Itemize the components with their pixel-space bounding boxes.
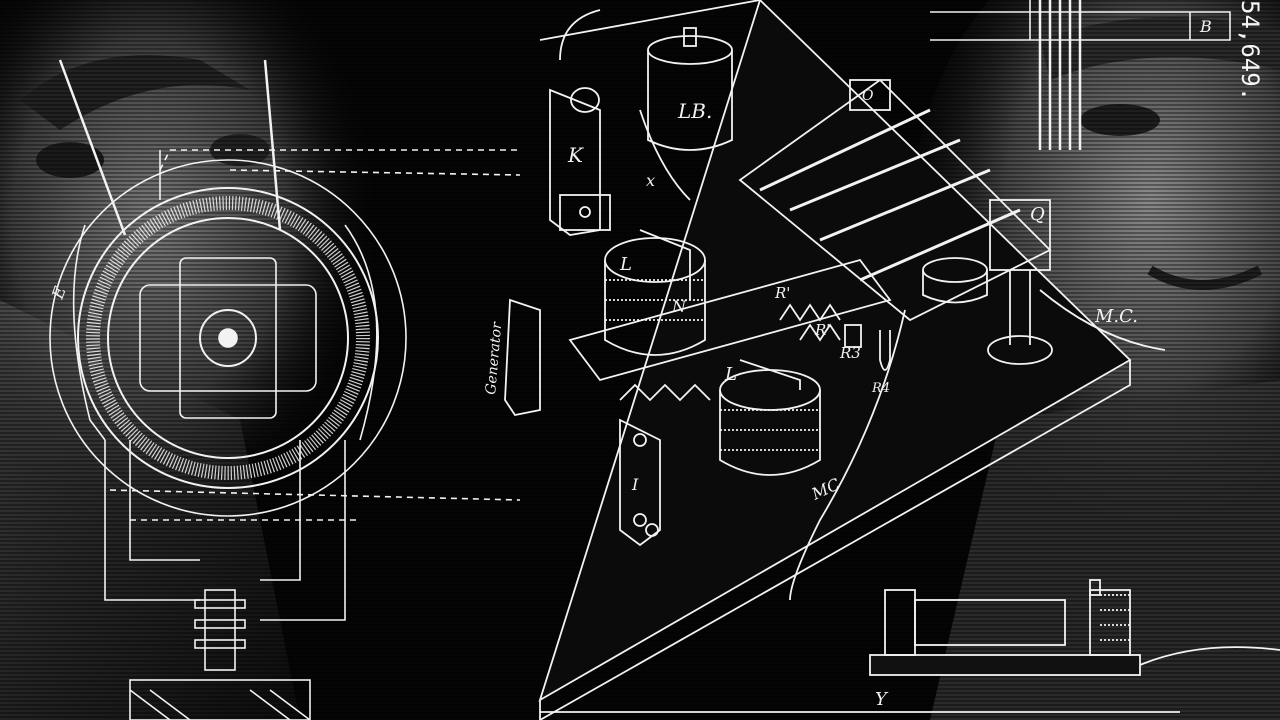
reed-strip-drawing — [930, 0, 1231, 150]
relay-base-drawing — [504, 0, 1166, 720]
label-r1: R' — [774, 284, 790, 302]
label-n: N — [671, 297, 687, 316]
label-generator: Generator — [483, 320, 505, 395]
patent-number: 54,649. — [1236, 0, 1264, 101]
label-r4: R4 — [871, 381, 890, 396]
label-q: Q — [1030, 204, 1045, 225]
drawing-labels: LB. K x Generator N L L R' R' R3 R4 Q M.… — [48, 0, 1264, 710]
label-y: Y — [875, 689, 889, 710]
label-x: x — [646, 171, 655, 190]
label-r2: R' — [814, 321, 830, 339]
label-mc-right: M.C. — [1094, 306, 1138, 327]
label-i: I — [631, 475, 639, 494]
sounder-drawing — [540, 579, 1280, 713]
label-k: K — [567, 143, 584, 167]
label-l-lower: L — [724, 364, 737, 385]
label-l-upper: L — [619, 254, 632, 275]
dynamo-drawing — [49, 59, 521, 720]
label-o-top: O — [862, 88, 874, 104]
label-b: B — [1199, 17, 1212, 36]
label-r3: R3 — [839, 344, 861, 362]
label-lb: LB. — [677, 99, 712, 123]
